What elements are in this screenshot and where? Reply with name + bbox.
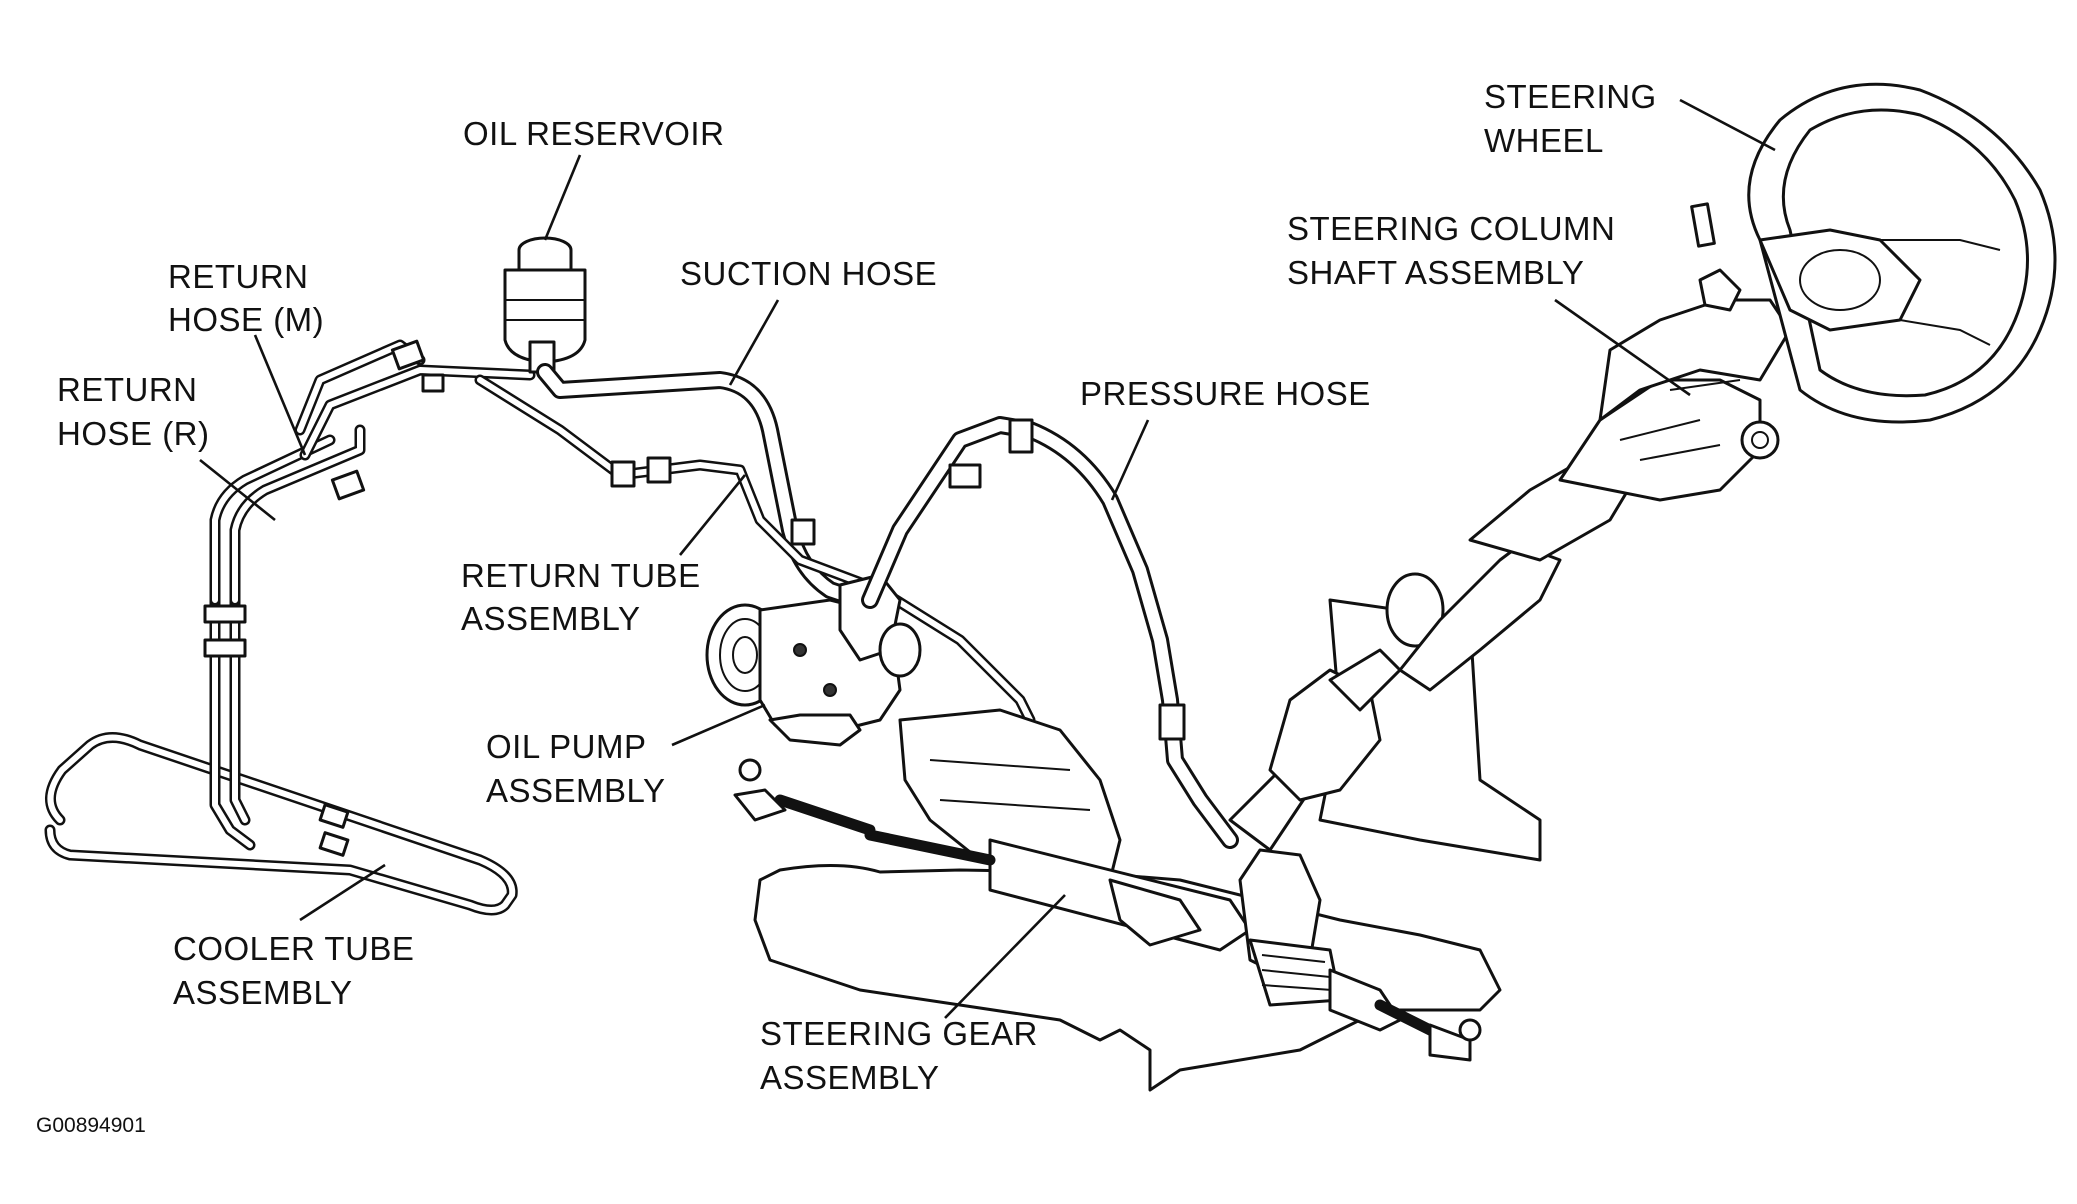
- leader-pressure-hose: [1110, 419, 1150, 501]
- cooler-tube-drawing: [44, 594, 518, 916]
- label-steering-column-shaft-assembly: STEERING COLUMN SHAFT ASSEMBLY: [1287, 210, 1625, 291]
- label-suction-hose: SUCTION HOSE: [680, 255, 937, 292]
- leader-steering-column-shaft-assembly: [1554, 298, 1691, 397]
- label-return-hose-m: RETURN HOSE (M): [168, 258, 324, 338]
- label-return-tube-assembly: RETURN TUBE ASSEMBLY: [461, 557, 710, 637]
- leader-oil-reservoir: [543, 154, 582, 241]
- leader-return-hose-r: [199, 458, 276, 522]
- leader-return-hose-m: [253, 334, 307, 456]
- label-steering-wheel: STEERING WHEEL: [1484, 78, 1666, 159]
- label-pressure-hose: PRESSURE HOSE: [1080, 375, 1371, 412]
- figure-id: G00894901: [36, 1114, 146, 1137]
- label-return-hose-r: RETURN HOSE (R): [57, 371, 210, 452]
- steering-wheel-drawing: [1747, 82, 2057, 424]
- steering-column-drawing: [1228, 202, 1792, 852]
- label-steering-gear-assembly: STEERING GEAR ASSEMBLY: [760, 1015, 1048, 1096]
- leader-cooler-tube-assembly: [299, 863, 386, 922]
- column-boot-plate: [1385, 572, 1445, 648]
- oil-pump-drawing: [705, 573, 922, 747]
- leader-steering-gear-assembly: [944, 894, 1066, 1019]
- labels: OIL RESERVOIR RETURN HOSE (M) RETURN HOS…: [36, 78, 1666, 1137]
- leader-lines: [199, 98, 1776, 1019]
- label-oil-pump-assembly: OIL PUMP ASSEMBLY: [486, 728, 665, 809]
- pressure-hose-drawing: [861, 416, 1239, 849]
- drawing: [44, 82, 2057, 1092]
- oil-reservoir-drawing: [503, 236, 587, 374]
- leader-oil-pump-assembly: [671, 703, 766, 747]
- leader-steering-wheel: [1679, 98, 1776, 152]
- leader-suction-hose: [728, 299, 780, 386]
- leader-return-tube-assembly: [678, 474, 747, 556]
- steering-gear-drawing: [733, 708, 1482, 1062]
- return-hoses-drawing: [209, 339, 536, 606]
- label-cooler-tube-assembly: COOLER TUBE ASSEMBLY: [173, 930, 424, 1011]
- label-oil-reservoir: OIL RESERVOIR: [463, 115, 724, 152]
- return-tube-drawing: [474, 374, 1036, 726]
